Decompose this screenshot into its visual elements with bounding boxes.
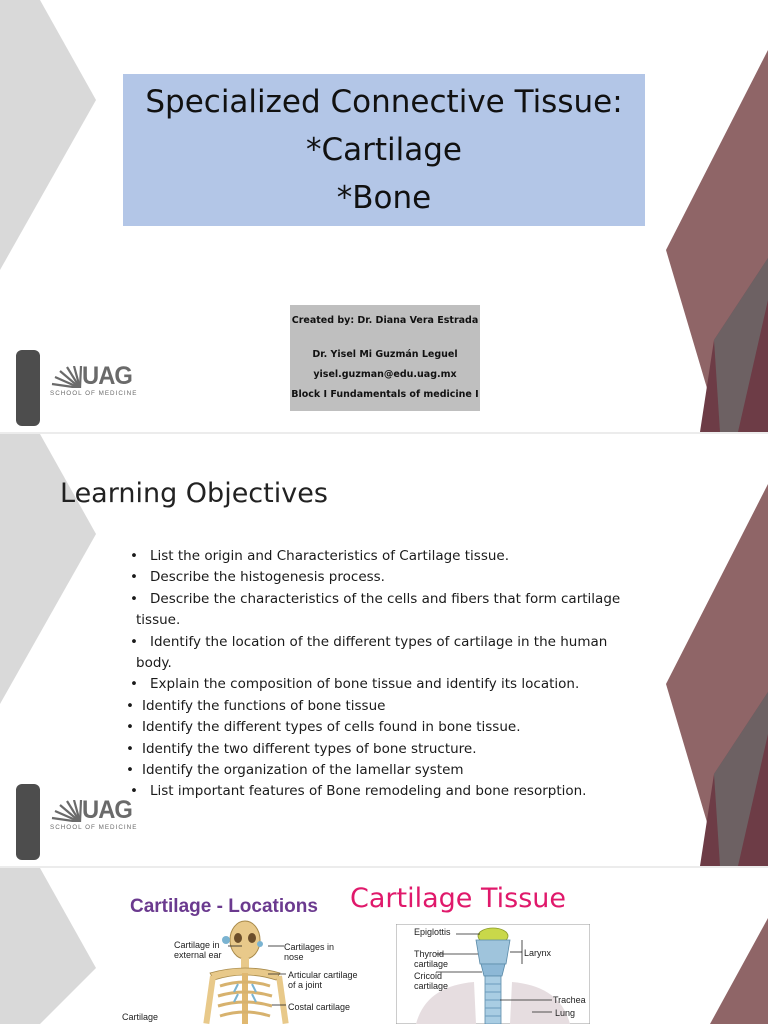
label-trachea: Trachea [553,995,586,1005]
label-larynx: Larynx [524,948,552,958]
left-chevron-shape [0,0,96,270]
logo-subtitle: SCHOOL OF MEDICINE [50,390,138,397]
label-cartilage-bottom: Cartilage [122,1012,159,1022]
credits-box: Created by: Dr. Diana Vera Estrada Dr. Y… [290,305,480,411]
uag-logo: UAG SCHOOL OF MEDICINE [16,350,136,426]
objective-item: List the origin and Characteristics of C… [128,546,648,568]
cartilage-locations-heading: Cartilage - Locations [130,896,318,917]
uag-fan-icon [51,800,83,822]
logo-wordmark: UAG [82,362,133,390]
left-chevron-shape [0,868,96,1024]
right-gray-chevron-shape [714,258,768,432]
block-name: Block I Fundamentals of medicine I [291,389,479,400]
objective-item: Identify the functions of bone tissue [126,696,648,718]
slide-3-cartilage[interactable]: Cartilage - Locations Cartilage Tissue C… [0,868,768,1024]
objective-text-cont: body. [136,655,172,672]
objective-item: Explain the composition of bone tissue a… [128,674,648,696]
right-maroon-chevron-shape [666,484,768,866]
uag-fan-icon [51,366,83,388]
objectives-list: List the origin and Characteristics of C… [126,546,648,803]
left-chevron-shape [0,434,96,704]
right-dark-chevron-shape [700,258,768,432]
left-figure-leader-lines [228,945,286,1006]
objective-item: Identify the two different types of bone… [126,739,648,761]
slide-2-objectives[interactable]: Learning Objectives List the origin and … [0,434,768,866]
label-articular-cartilage: Articular cartilage of a joint [288,970,358,990]
right-dark-chevron-shape [700,692,768,866]
label-ear-cartilage: Cartilage in external ear [174,940,222,960]
skeleton-figure [203,920,289,1024]
logo-side-bar [16,350,40,426]
slide-1-title[interactable]: Specialized Connective Tissue: *Cartilag… [0,0,768,432]
label-thyroid-cartilage: Thyroid cartilage [414,949,449,969]
objective-item: Describe the histogenesis process. [128,567,648,589]
right-gray-chevron-shape [714,692,768,866]
title-line-1: Specialized Connective Tissue: [145,84,623,120]
larynx-figure [396,924,590,1024]
logo-subtitle: SCHOOL OF MEDICINE [50,824,138,831]
presenter-email[interactable]: yisel.guzman@edu.uag.mx [313,369,457,380]
objective-item: Identify the different types of cells fo… [126,717,648,739]
objective-item: Describe the characteristics of the cell… [128,589,648,632]
logo-wordmark: UAG [82,796,133,824]
objective-item: Identify the organization of the lamella… [126,760,648,782]
objective-text: Identify the location of the different t… [150,633,608,650]
right-maroon-chevron-shape [710,918,768,1024]
title-line-2: *Cartilage [305,132,462,168]
label-cricoid-cartilage: Cricoid cartilage [414,971,449,991]
label-costal-cartilage: Costal cartilage [288,1002,351,1012]
objective-item: Identify the location of the different t… [128,632,648,675]
cartilage-tissue-title: Cartilage Tissue [350,883,566,914]
logo-side-bar [16,784,40,860]
right-maroon-chevron-shape [666,50,768,432]
label-nose-cartilage: Cartilages in nose [284,942,335,962]
objective-item: List important features of Bone remodeli… [128,781,648,803]
objectives-heading: Learning Objectives [60,478,328,509]
uag-logo: UAG SCHOOL OF MEDICINE [16,784,136,860]
title-box: Specialized Connective Tissue: *Cartilag… [123,74,645,226]
title-line-3: *Bone [336,180,432,216]
presenter-name: Dr. Yisel Mi Guzmán Leguel [312,349,458,360]
label-epiglottis: Epiglottis [414,927,451,937]
created-by-text: Created by: Dr. Diana Vera Estrada [291,315,479,326]
label-lung: Lung [555,1008,576,1018]
objective-text-cont: tissue. [136,612,181,629]
objective-text: Describe the characteristics of the cell… [150,590,621,607]
